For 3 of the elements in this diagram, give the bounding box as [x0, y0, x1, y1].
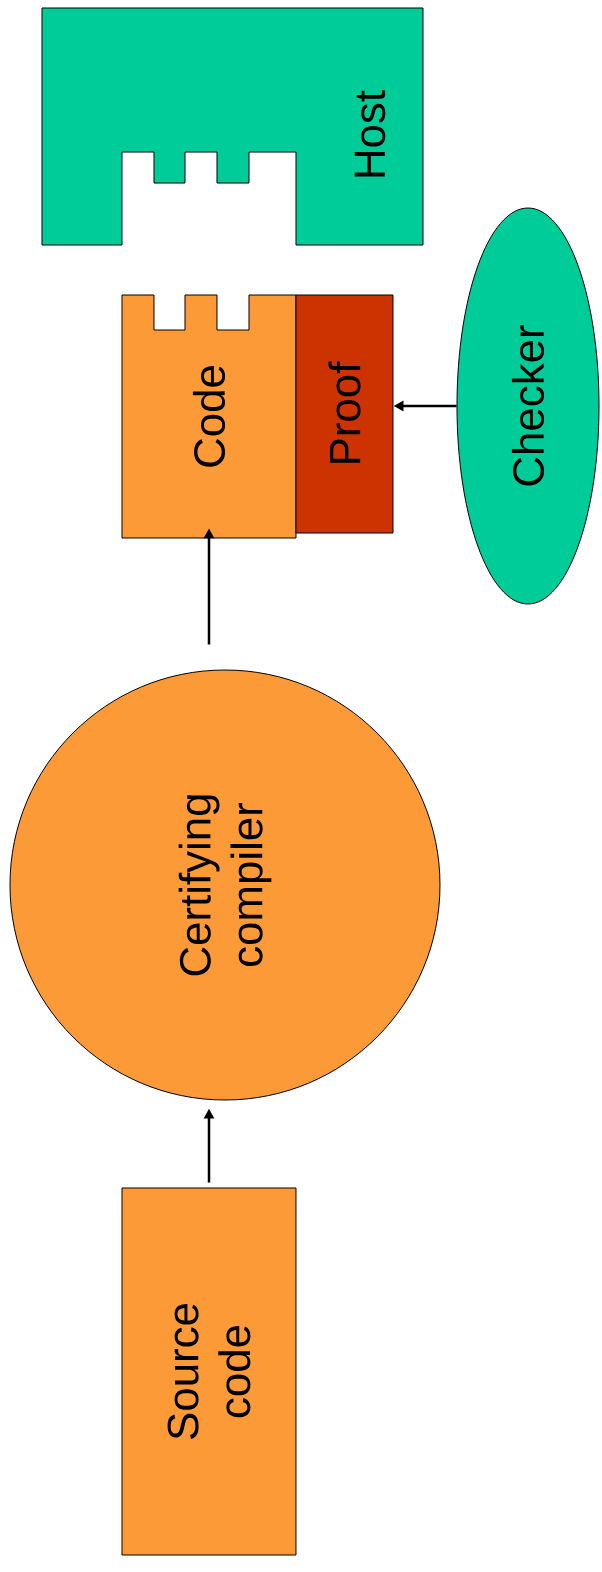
source-box: Source code	[121, 1187, 297, 1556]
code-block: Code	[121, 294, 297, 539]
proof-box: Proof	[295, 294, 394, 534]
